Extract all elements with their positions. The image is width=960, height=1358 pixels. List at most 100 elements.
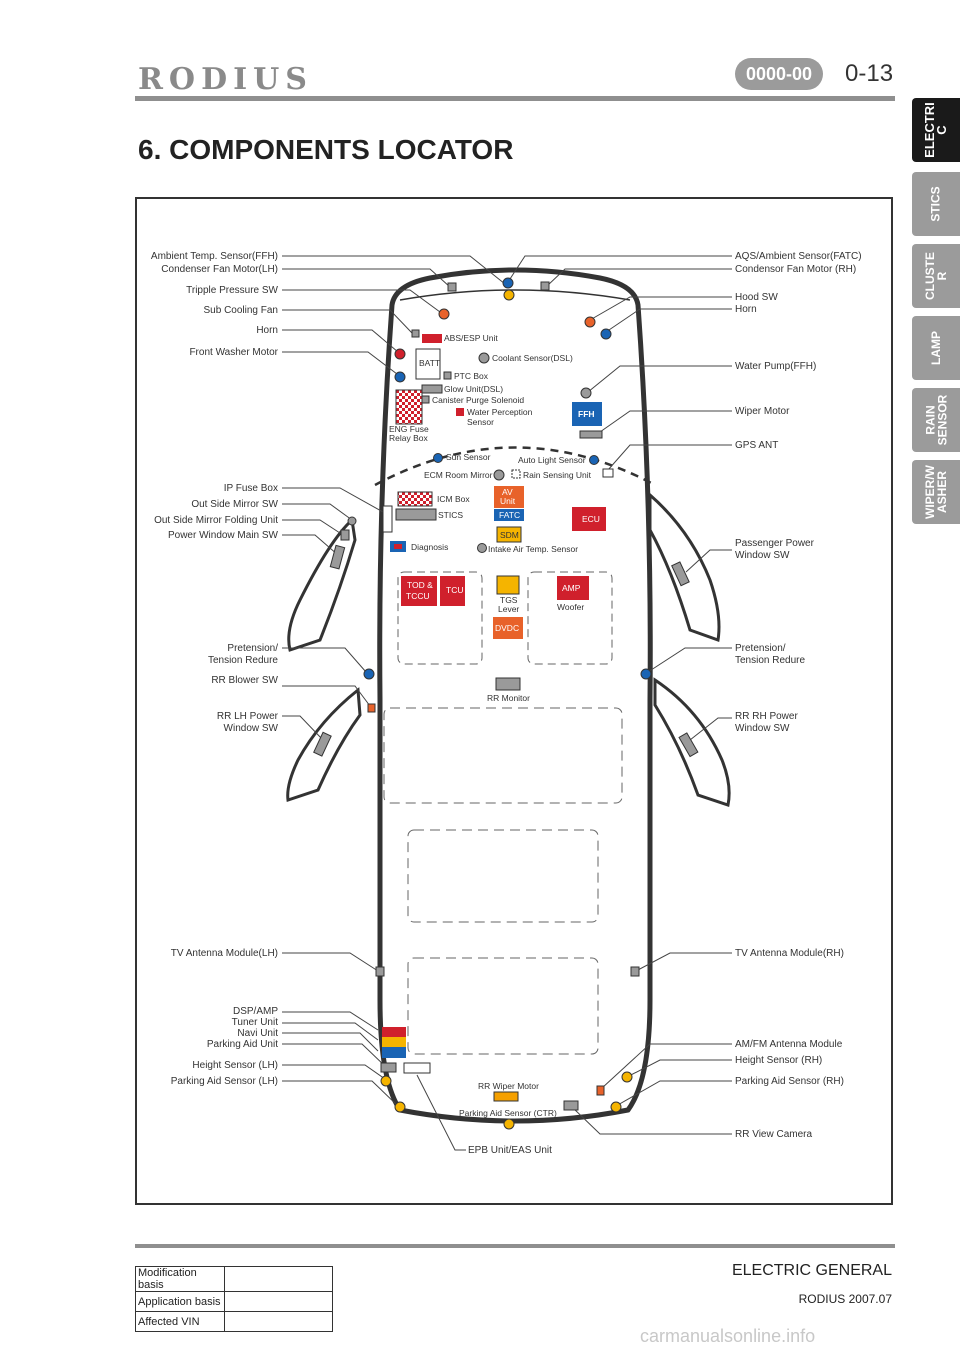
label-ip-fuse-box: IP Fuse Box xyxy=(223,483,278,494)
seat-front-left xyxy=(397,571,483,665)
label-epb-unit: EPB Unit/EAS Unit xyxy=(468,1145,552,1156)
seat-row-3 xyxy=(407,829,599,923)
intake-air-sensor-icon xyxy=(477,543,487,553)
mod-basis-value xyxy=(224,1266,333,1292)
bumper-line xyxy=(399,289,631,301)
label-woofer: Woofer xyxy=(557,602,585,612)
tv-antenna-rh-icon xyxy=(630,966,640,977)
label-navi-unit: Navi Unit xyxy=(237,1028,278,1039)
label-horn-rh: Horn xyxy=(735,304,757,315)
mod-basis-label: Modification basis xyxy=(135,1266,225,1292)
label-am-fm-antenna: AM/FM Antenna Module xyxy=(735,1039,843,1050)
ffh-icon xyxy=(572,402,602,426)
label-rr-monitor: RR Monitor xyxy=(487,693,530,703)
passenger-window-sw-icon xyxy=(671,561,690,587)
car-body-outline xyxy=(377,267,653,1124)
sdm-icon xyxy=(496,526,522,543)
label-auto-light: Auto Light Sensor xyxy=(518,455,586,465)
label-dvdc: DVDC xyxy=(495,623,520,633)
label-pretension-lh-2: Tension Redure xyxy=(207,655,278,666)
front-washer-motor-icon xyxy=(394,371,406,383)
label-rr-blower: RR Blower SW xyxy=(211,675,278,686)
label-front-washer: Front Washer Motor xyxy=(189,347,278,358)
label-sub-cooling-fan: Sub Cooling Fan xyxy=(203,305,279,316)
ecm-room-mirror-icon xyxy=(493,469,505,481)
footer-section: ELECTRIC GENERAL xyxy=(731,1262,892,1279)
tuner-unit-icon xyxy=(382,1037,406,1047)
gps-ant-icon xyxy=(602,468,614,478)
label-pretension-rh-1: Pretension/ xyxy=(735,643,786,654)
label-ffh: FFH xyxy=(578,409,595,419)
rr-rh-window-sw-icon xyxy=(678,732,699,758)
modification-table: Modification basis Application basis Aff… xyxy=(135,1266,333,1332)
label-ecu: ECU xyxy=(582,514,600,524)
tcu-icon xyxy=(440,576,465,606)
label-batt: BATT xyxy=(419,358,441,368)
navi-unit-icon xyxy=(382,1047,406,1058)
label-rr-lh-window-2: Window SW xyxy=(223,723,278,734)
header-rule xyxy=(135,96,895,101)
table-row: Application basis xyxy=(135,1291,333,1312)
label-rr-wiper: RR Wiper Motor xyxy=(478,1081,539,1091)
label-dsp-amp: DSP/AMP xyxy=(232,1006,278,1017)
label-tv-antenna-rh: TV Antenna Module(RH) xyxy=(735,948,844,959)
tv-antenna-lh-icon xyxy=(375,966,385,977)
window-main-sw-icon xyxy=(329,544,346,570)
mirror-sw-icon xyxy=(347,516,357,526)
label-tripple-pressure: Tripple Pressure SW xyxy=(186,285,278,296)
parking-sensor-lh-icon xyxy=(394,1101,406,1113)
label-intake: Intake Air Temp. Sensor xyxy=(488,544,579,554)
label-gps-ant: GPS ANT xyxy=(735,440,779,451)
table-row: Modification basis xyxy=(135,1266,333,1292)
sub-cooling-fan-icon xyxy=(411,329,420,338)
label-rr-view-camera: RR View Camera xyxy=(735,1129,813,1140)
tod-tccu-icon xyxy=(401,576,437,606)
label-ptc: PTC Box xyxy=(454,371,489,381)
label-canister: Canister Purge Solenoid xyxy=(432,395,525,405)
page-number: 0-13 xyxy=(845,60,894,87)
rr-lh-window-sw-icon xyxy=(313,731,332,757)
condenser-fan-rh-icon xyxy=(540,281,550,291)
water-perception-icon xyxy=(456,408,464,416)
sun-sensor-icon xyxy=(433,453,443,463)
label-coolant: Coolant Sensor(DSL) xyxy=(492,353,573,363)
label-rr-lh-window-1: RR LH Power xyxy=(216,711,278,722)
footer-rule xyxy=(135,1244,895,1248)
label-mirror-folding: Out Side Mirror Folding Unit xyxy=(154,515,278,526)
label-parking-ctr: Parking Aid Sensor (CTR) xyxy=(459,1108,557,1118)
rain-sensing-icon xyxy=(511,469,521,479)
tripple-pressure-icon xyxy=(438,308,450,320)
tab-lamp[interactable]: LAMP xyxy=(912,316,960,380)
label-mirror-sw: Out Side Mirror SW xyxy=(191,499,278,510)
label-height-sensor-rh: Height Sensor (RH) xyxy=(735,1055,823,1066)
rr-monitor-icon xyxy=(495,677,521,691)
tab-stics[interactable]: STICS xyxy=(912,172,960,236)
label-parking-sensor-rh: Parking Aid Sensor (RH) xyxy=(735,1076,844,1087)
av-unit-icon xyxy=(494,486,524,508)
wiper-motor-icon xyxy=(579,430,603,439)
table-row: Affected VIN xyxy=(135,1311,333,1332)
label-tv-antenna-lh: TV Antenna Module(LH) xyxy=(170,948,278,959)
stics-icon xyxy=(395,508,437,521)
diagnosis-inner-icon xyxy=(394,544,402,549)
label-tod-2: TCCU xyxy=(406,591,430,601)
label-tgs-1: TGS xyxy=(500,595,518,605)
label-wiper-motor: Wiper Motor xyxy=(735,406,790,417)
label-horn-lh: Horn xyxy=(256,325,278,336)
ecu-icon xyxy=(572,507,606,531)
label-condenser-fan-lh: Condenser Fan Motor(LH) xyxy=(161,264,278,275)
footer-model-date: RODIUS 2007.07 xyxy=(798,1292,892,1306)
tgs-lever-icon xyxy=(496,575,520,595)
amp-icon xyxy=(557,576,589,600)
aqs-sensor-icon xyxy=(502,277,514,289)
canister-purge-icon xyxy=(421,395,430,404)
parking-sensor-ctr-icon xyxy=(503,1118,515,1130)
dvdc-icon xyxy=(493,617,523,639)
label-tgs-2: Lever xyxy=(498,604,520,614)
label-parking-aid-unit: Parking Aid Unit xyxy=(206,1039,278,1050)
